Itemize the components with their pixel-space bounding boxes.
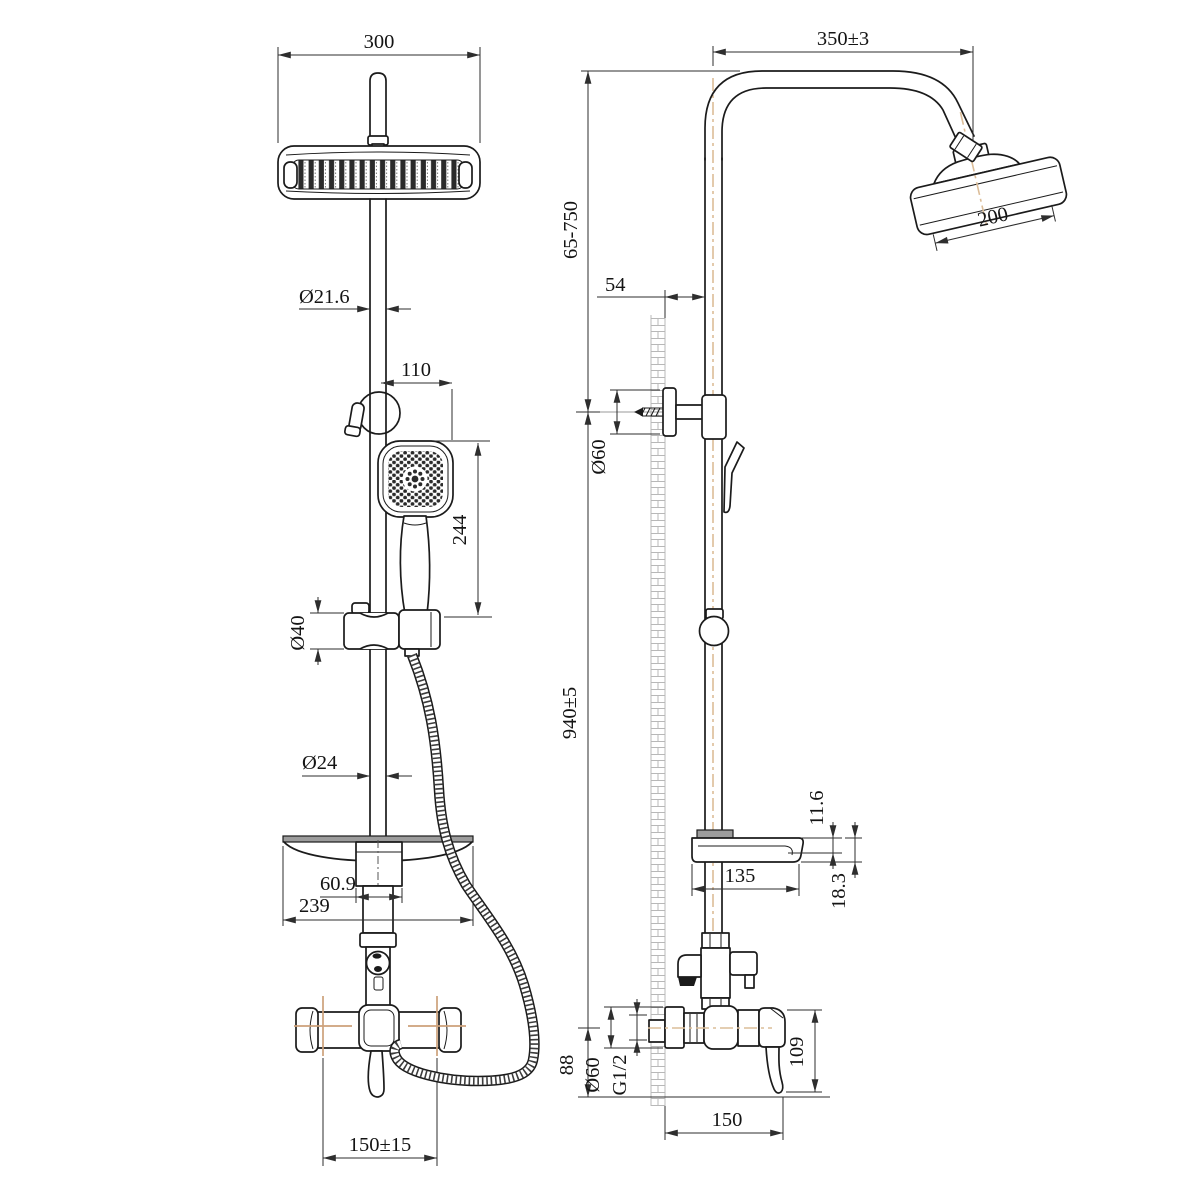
- wall-bracket-side: [598, 387, 727, 440]
- dimensions-front: 300 Ø21.6 110 244 Ø40 Ø24: [277, 31, 492, 1166]
- valve-handle-side: [765, 1046, 784, 1094]
- wall-bracket-front: [343, 391, 401, 438]
- mixer-assembly-front: [294, 885, 466, 1098]
- dim-valve-height: 109: [786, 1037, 808, 1068]
- dim-shelf-depth: 135: [725, 865, 756, 887]
- dim-wall-to-pipe: 54: [605, 274, 626, 296]
- valve-side: [648, 1005, 786, 1094]
- dim-pipe-diameter: Ø21.6: [299, 286, 350, 308]
- dim-head-width: 300: [364, 31, 395, 53]
- dim-hub-width: 60.9: [320, 873, 356, 895]
- hand-shower-front: [377, 440, 454, 615]
- dim-inlet-thread: G1/2: [609, 1055, 631, 1096]
- dim-shelf-total-height: 18.3: [828, 873, 850, 909]
- mixer-handle: [367, 1050, 385, 1098]
- front-view: 300 Ø21.6 110 244 Ø40 Ø24: [277, 31, 540, 1166]
- dim-outlet-drop: 88: [556, 1055, 578, 1076]
- side-view: 200: [556, 28, 1068, 1140]
- dim-shelf-lip-height: 11.6: [806, 790, 828, 825]
- rain-shower-head-front: [277, 145, 481, 200]
- dim-rail-height: 940±5: [559, 687, 581, 739]
- dim-bracket-offset: 110: [401, 359, 431, 381]
- rail-and-arm-side: [704, 70, 975, 1009]
- spray-flower: [405, 469, 425, 489]
- dim-handshower-length: 244: [449, 515, 471, 546]
- diverter-knob: [365, 950, 391, 976]
- slider-side: [698, 608, 730, 647]
- dim-valve-reach: 150: [712, 1109, 743, 1131]
- dim-inlet-spacing: 150±15: [349, 1134, 412, 1156]
- wall-section: [650, 315, 666, 1106]
- arm-nut: [949, 131, 983, 163]
- dimensions-side: 350±3 65-750 940±5 54 Ø60: [556, 28, 974, 1140]
- dim-slider-diameter: Ø40: [287, 615, 309, 650]
- slider-holder-front: [343, 602, 441, 657]
- dim-shelf-width: 239: [299, 895, 330, 917]
- inlet-crosshairs: [294, 996, 466, 1056]
- shower-hose: [389, 653, 540, 1087]
- rain-shower-head-side: 200: [909, 111, 1068, 251]
- dim-escutcheon-diameter: Ø60: [582, 1057, 604, 1092]
- handshower-holder-side: [723, 441, 745, 514]
- hand-shower-handle: [399, 515, 431, 615]
- rail-pipe-front: [369, 198, 387, 844]
- diverter-side: [677, 932, 758, 1010]
- dim-arm-reach: 350±3: [817, 28, 869, 50]
- top-supply-tube: [367, 72, 389, 153]
- dim-upper-tube-range: 65-750: [560, 201, 582, 259]
- mounting-screw: [634, 407, 663, 417]
- dim-bracket-flange-diameter: Ø60: [588, 439, 610, 474]
- dim-riser-diameter: Ø24: [302, 752, 337, 774]
- soap-shelf-side: [691, 829, 805, 863]
